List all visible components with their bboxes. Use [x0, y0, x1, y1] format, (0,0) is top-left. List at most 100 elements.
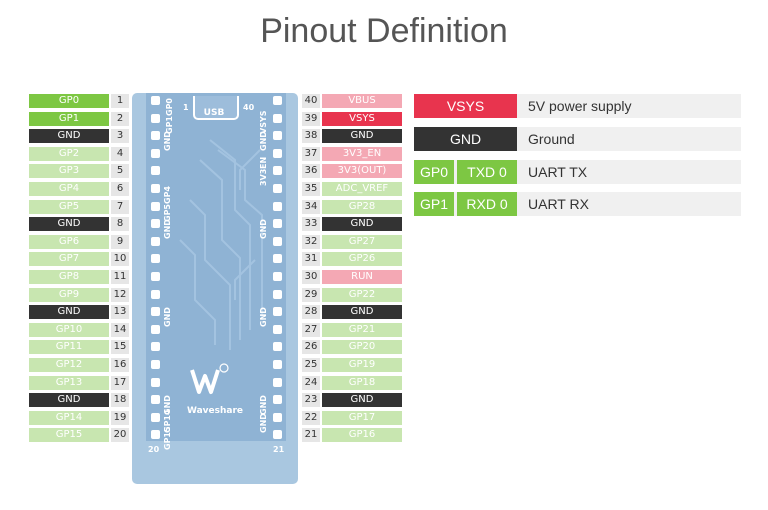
board-pad — [151, 289, 160, 299]
pin-label-right: GND — [322, 393, 402, 408]
pin-number-left: 1 — [111, 94, 129, 108]
board-pad — [273, 131, 282, 141]
pin-number-right: 40 — [302, 94, 320, 108]
pin-label-right: GP28 — [322, 199, 402, 214]
pin-label-left: GP13 — [29, 375, 109, 390]
pin-number-left: 20 — [111, 428, 129, 443]
pin-label-left: GP8 — [29, 270, 109, 284]
pin-number-right: 36 — [302, 164, 320, 179]
pin-number-right: 38 — [302, 129, 320, 144]
board-pad — [273, 166, 282, 176]
board-pad — [151, 377, 160, 387]
board-pad — [151, 430, 160, 440]
board-silk-label: GP4 — [163, 186, 172, 204]
board-pad — [151, 395, 160, 405]
pin-number-left: 2 — [111, 111, 129, 126]
pin-number-right: 33 — [302, 217, 320, 232]
usb-label: USB — [203, 108, 225, 118]
pin-number-left: 4 — [111, 146, 129, 161]
pin-label-left: GP14 — [29, 410, 109, 425]
waveshare-logo-icon — [190, 363, 229, 394]
pin-number-left: 10 — [111, 252, 129, 267]
page-title: Pinout Definition — [260, 12, 508, 50]
board-pad — [151, 307, 160, 317]
board-pad — [151, 113, 160, 123]
pin-number-left: 6 — [111, 182, 129, 196]
pin-number-left: 5 — [111, 164, 129, 179]
pin-number-left: 18 — [111, 393, 129, 408]
pin-label-right: GND — [322, 305, 402, 320]
board-pad — [273, 377, 282, 387]
pin-number-right: 28 — [302, 305, 320, 320]
pin-label-right: ADC_VREF — [322, 182, 402, 196]
board-pin-40-label: 40 — [243, 103, 255, 112]
board-pin-21-label: 21 — [273, 445, 285, 454]
board-pad — [273, 430, 282, 440]
board-pad — [273, 148, 282, 158]
board-pad — [273, 113, 282, 123]
board-pad — [151, 342, 160, 352]
usb-connector — [193, 96, 239, 120]
pin-number-left: 8 — [111, 217, 129, 232]
board-silk-label: GND — [259, 412, 268, 433]
pin-label-left: GND — [29, 129, 109, 144]
pin-label-right: GP19 — [322, 358, 402, 372]
legend-description: Ground — [528, 131, 575, 147]
board-pin-20-label: 20 — [148, 445, 160, 454]
pin-number-right: 37 — [302, 146, 320, 161]
pin-number-right: 27 — [302, 322, 320, 337]
board-pad — [273, 201, 282, 211]
pin-number-right: 39 — [302, 111, 320, 126]
pin-number-left: 9 — [111, 234, 129, 249]
pin-number-right: 32 — [302, 234, 320, 249]
board-pad — [273, 324, 282, 334]
board-pad — [151, 324, 160, 334]
board-pad — [151, 360, 160, 369]
brand-label: Waveshare — [187, 406, 244, 416]
pin-label-right: 3V3(OUT) — [322, 164, 402, 179]
pin-label-left: GP4 — [29, 182, 109, 196]
pin-number-left: 12 — [111, 287, 129, 302]
pin-label-right: GP21 — [322, 322, 402, 337]
board-silk-label: GND — [259, 307, 268, 328]
pin-label-right: RUN — [322, 270, 402, 284]
legend-description: UART TX — [528, 164, 588, 180]
legend-description: UART RX — [528, 196, 589, 212]
pin-label-left: GP10 — [29, 322, 109, 337]
pin-number-right: 29 — [302, 287, 320, 302]
board-pad — [273, 412, 282, 422]
legend-tag: TXD 0 — [457, 160, 517, 184]
board-pad — [151, 131, 160, 141]
pin-label-left: GP7 — [29, 252, 109, 267]
pin-number-right: 21 — [302, 428, 320, 443]
board-silk-label: 3V3 — [259, 169, 268, 187]
board-pad — [273, 395, 282, 405]
board-pad — [151, 96, 160, 105]
pin-label-left: GND — [29, 217, 109, 232]
pin-number-right: 23 — [302, 393, 320, 408]
pin-label-left: GP1 — [29, 111, 109, 126]
board-pad — [151, 184, 160, 193]
board-pad — [273, 184, 282, 193]
pin-label-right: VBUS — [322, 94, 402, 108]
pin-label-right: 3V3_EN — [322, 146, 402, 161]
board-pad — [273, 289, 282, 299]
pin-label-right: GP18 — [322, 375, 402, 390]
board-silk-label: GND — [163, 219, 172, 240]
legend-tag: GND — [414, 127, 517, 151]
pin-number-right: 30 — [302, 270, 320, 284]
board-pad — [273, 236, 282, 246]
pin-number-right: 31 — [302, 252, 320, 267]
pin-number-left: 16 — [111, 358, 129, 372]
pin-number-left: 17 — [111, 375, 129, 390]
board-pad — [151, 148, 160, 158]
pin-label-left: GP2 — [29, 146, 109, 161]
board-pad — [273, 254, 282, 264]
board-pad — [151, 166, 160, 176]
legend-tag: RXD 0 — [457, 192, 517, 216]
board-pad — [273, 272, 282, 281]
pin-number-left: 7 — [111, 199, 129, 214]
legend-description: 5V power supply — [528, 98, 632, 114]
board-pad — [151, 254, 160, 264]
pin-label-left: GND — [29, 305, 109, 320]
